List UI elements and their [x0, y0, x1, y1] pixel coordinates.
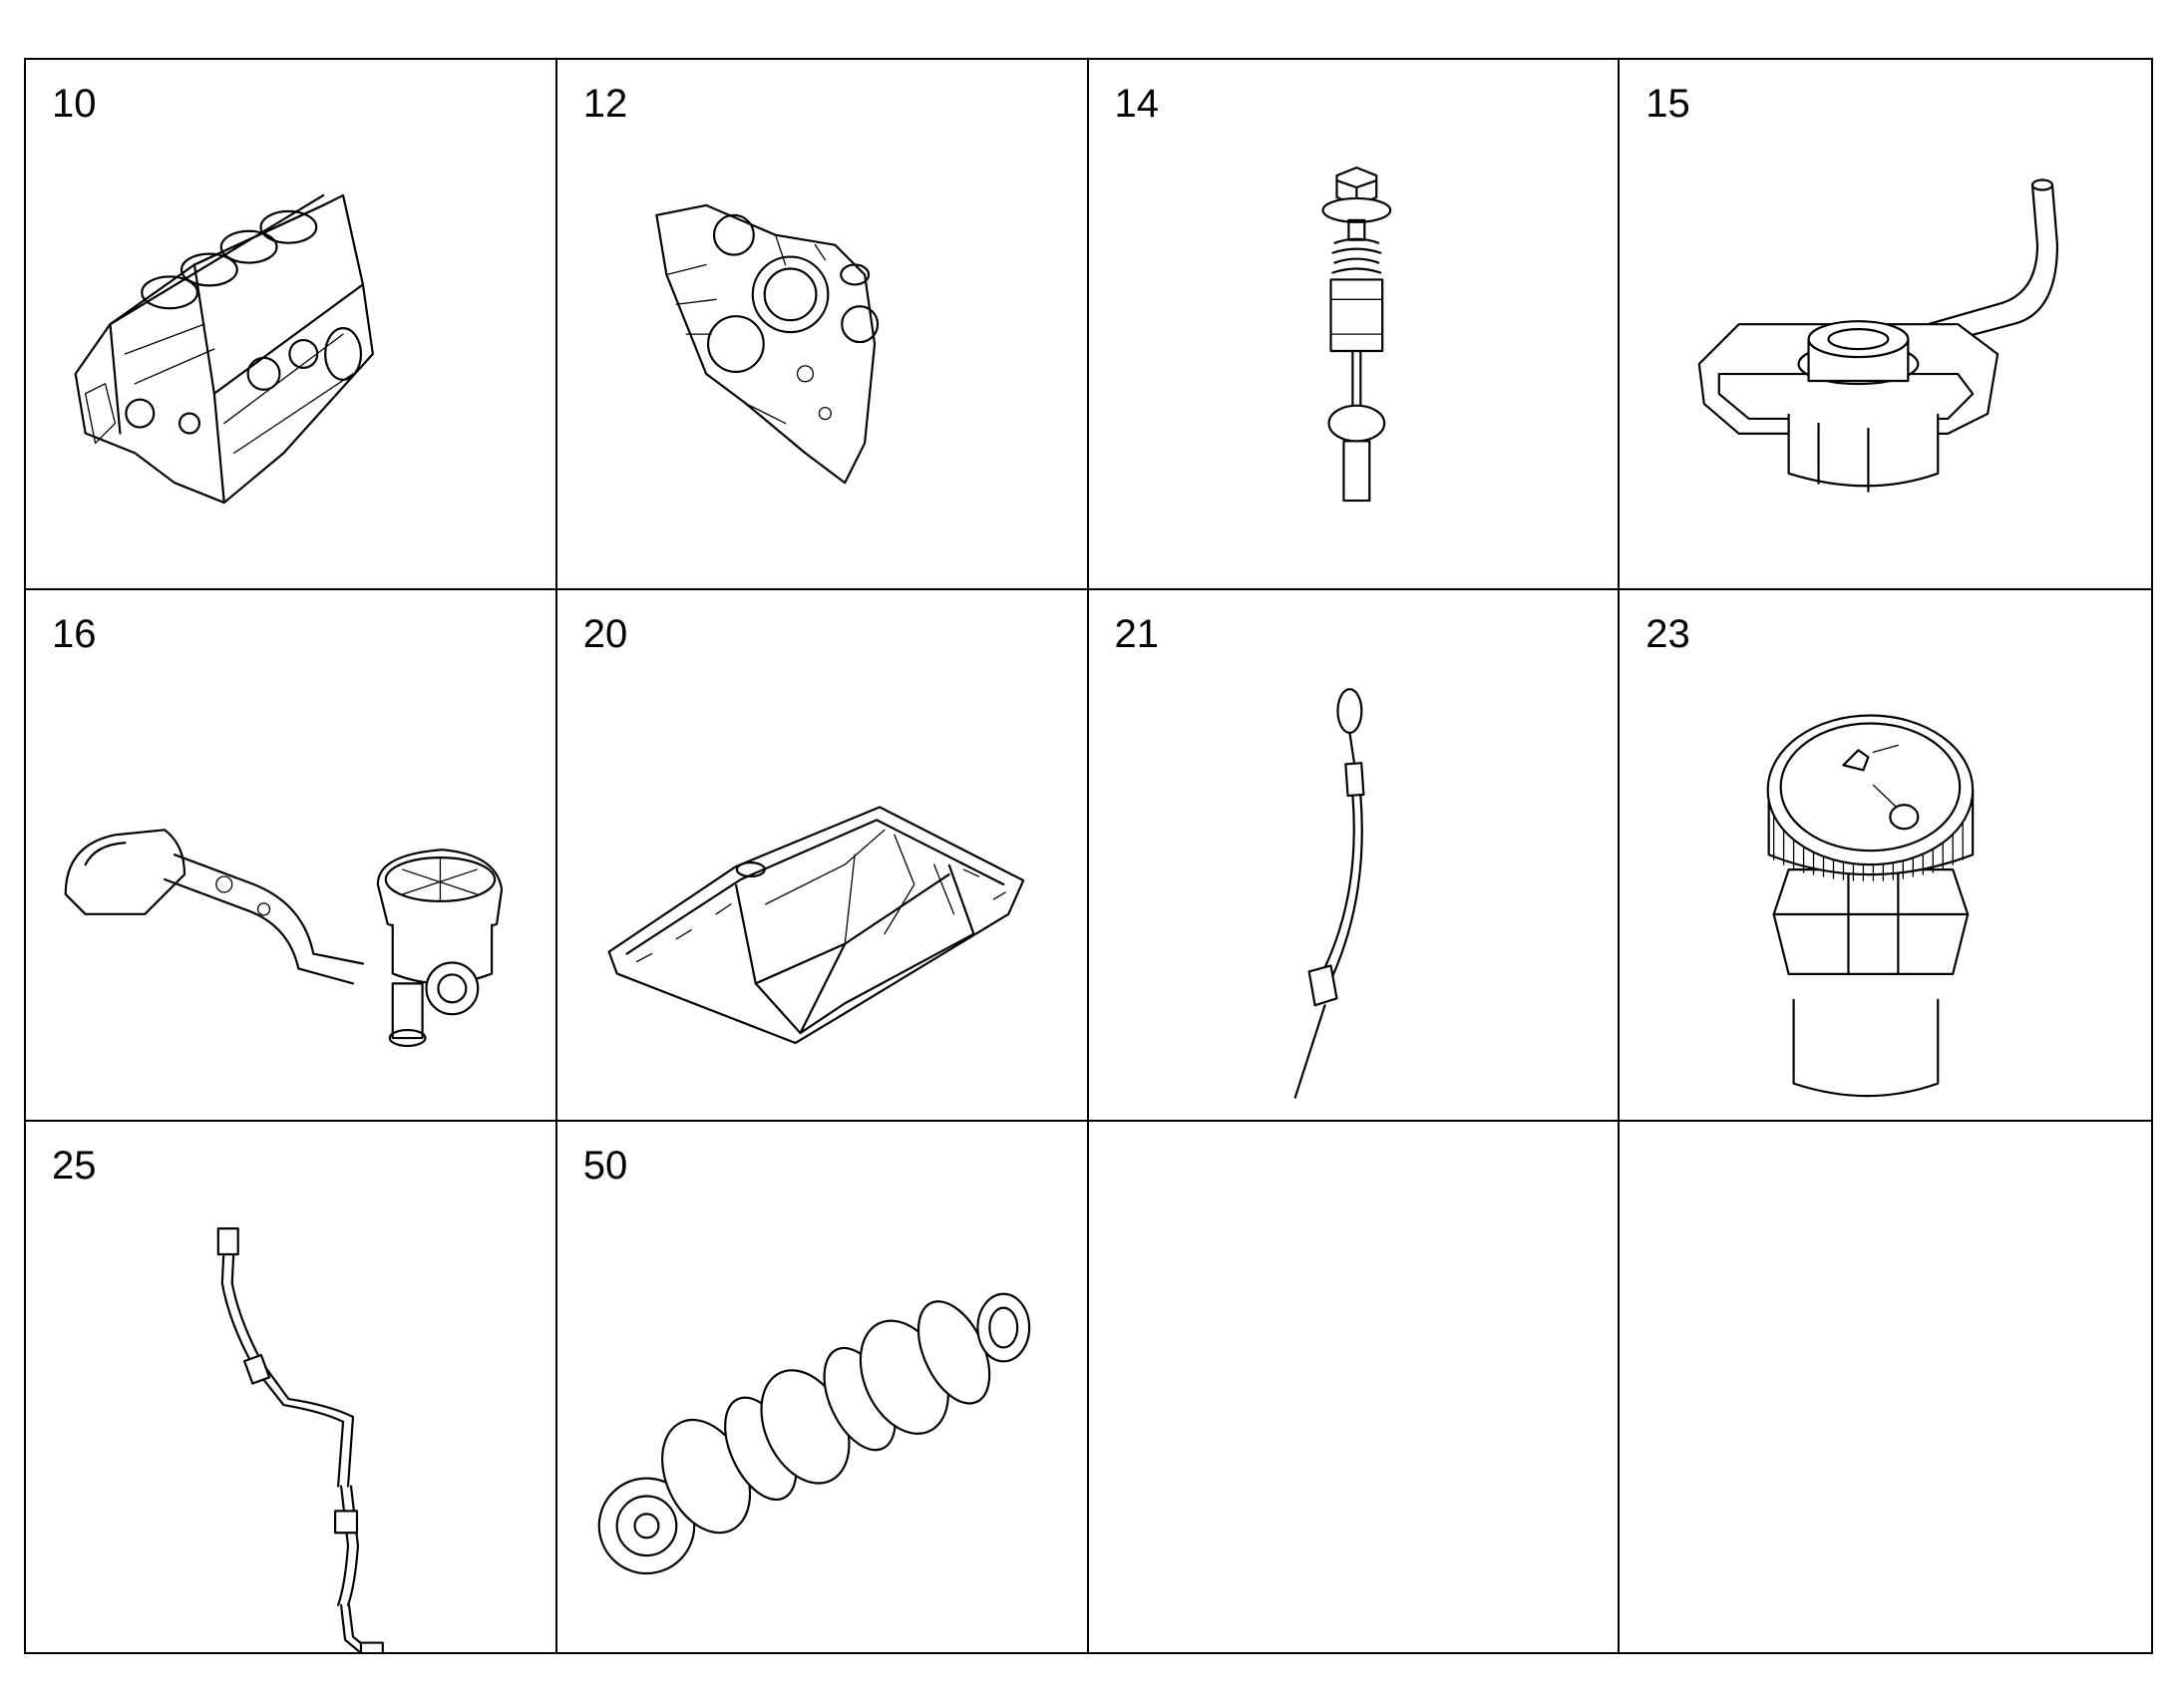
part-number: 15 — [1645, 82, 1690, 126]
part-cell-12[interactable]: 12 — [556, 60, 1089, 591]
empty-cell — [1620, 1122, 2151, 1652]
part-cell-23[interactable]: 23 — [1620, 590, 2151, 1122]
part-cell-20[interactable]: 20 — [556, 590, 1089, 1122]
part-cell-10[interactable]: 10 — [26, 60, 557, 591]
timing-cover-icon — [655, 203, 879, 485]
oil-filler-cap-icon — [1766, 714, 1975, 1098]
part-number: 12 — [582, 82, 628, 126]
parts-grid: 10 12 — [24, 58, 2153, 1654]
crankcase-breather-icon — [64, 829, 504, 1048]
part-number: 50 — [582, 1143, 628, 1188]
dipstick-icon — [1293, 688, 1365, 1100]
crankshaft-icon — [597, 1292, 1030, 1574]
part-number: 23 — [1645, 612, 1690, 657]
part-number: 10 — [52, 82, 97, 126]
dipstick-guide-tube-icon — [1697, 178, 2059, 493]
part-cell-25[interactable]: 25 — [26, 1121, 557, 1652]
oil-line-icon — [216, 1226, 384, 1652]
part-cell-15[interactable]: 15 — [1620, 60, 2151, 591]
part-number: 20 — [582, 612, 628, 657]
part-number: 14 — [1114, 82, 1160, 126]
part-cell-21[interactable]: 21 — [1088, 590, 1621, 1122]
part-cell-14[interactable]: 14 — [1088, 60, 1621, 591]
empty-cell — [1089, 1121, 1621, 1652]
part-number: 21 — [1114, 612, 1160, 657]
part-cell-16[interactable]: 16 — [26, 590, 557, 1122]
part-number: 16 — [52, 612, 97, 657]
pressure-valve-icon — [1320, 167, 1391, 503]
part-number: 25 — [52, 1143, 97, 1188]
part-cell-50[interactable]: 50 — [557, 1121, 1089, 1652]
oil-pan-icon — [607, 806, 1024, 1045]
engine-block-icon — [74, 193, 374, 505]
